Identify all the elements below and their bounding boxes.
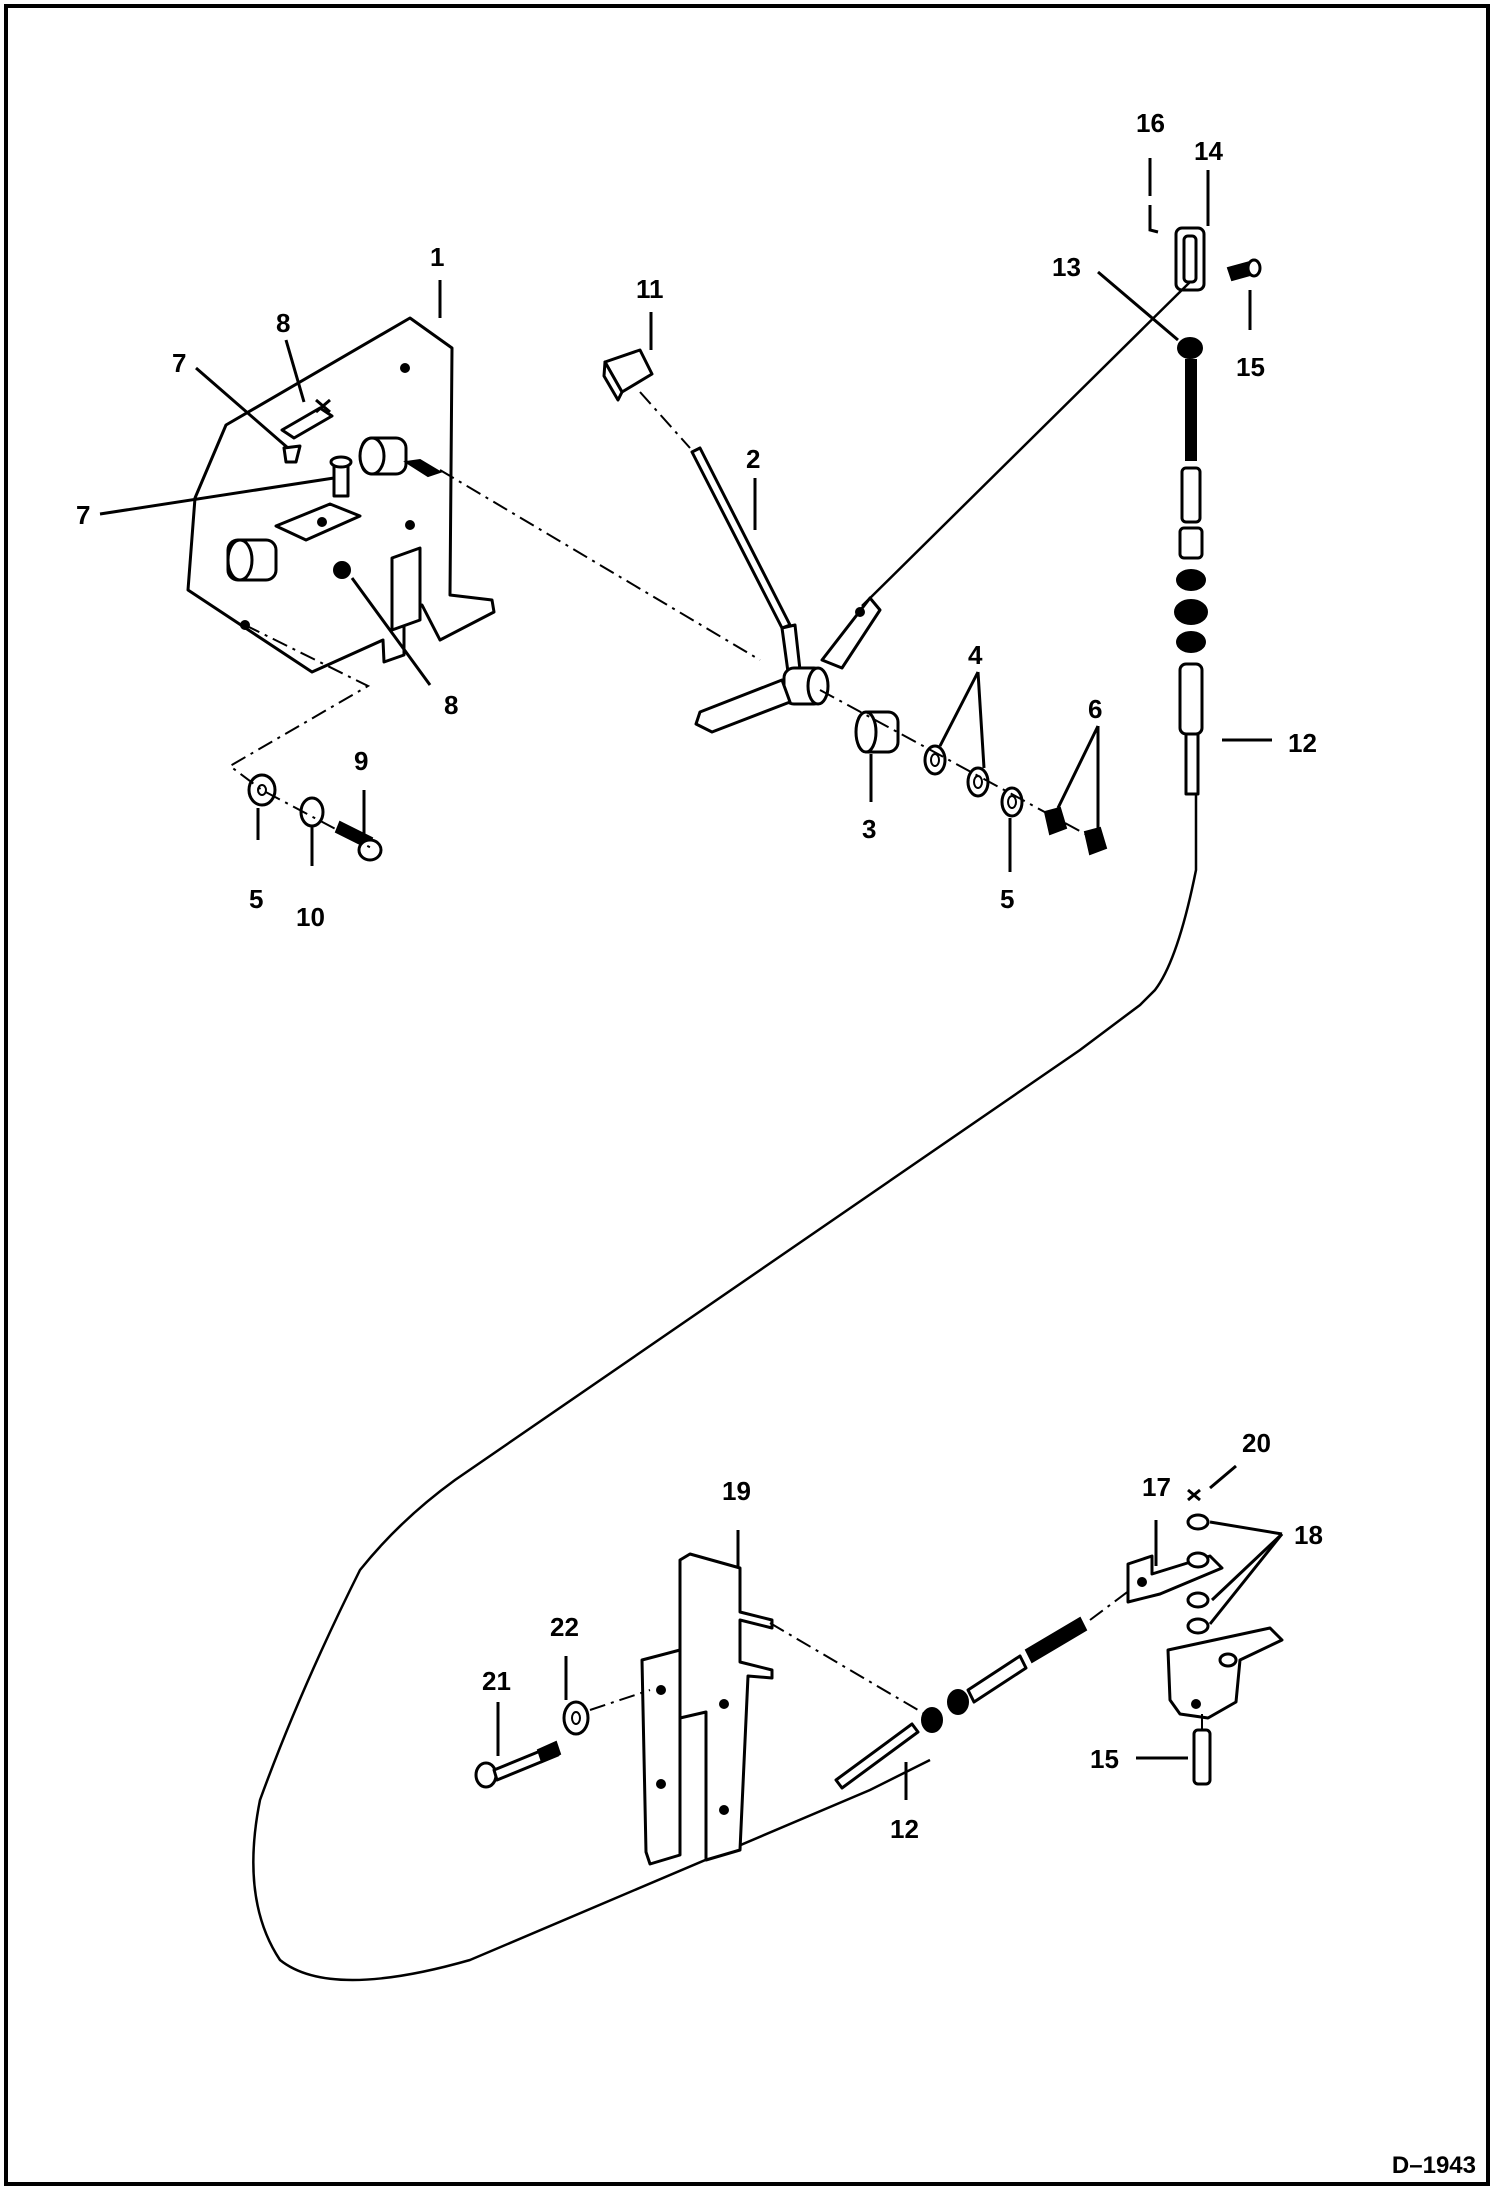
callout-15-upper: 15 bbox=[1236, 352, 1265, 382]
callout-1: 1 bbox=[430, 242, 444, 272]
callout-6: 6 bbox=[1088, 694, 1102, 724]
callout-14: 14 bbox=[1194, 136, 1223, 166]
callout-3: 3 bbox=[862, 814, 876, 844]
callout-9: 9 bbox=[354, 746, 368, 776]
hand-lever bbox=[602, 348, 882, 734]
callout-8-upper: 8 bbox=[276, 308, 290, 338]
assembly-lines bbox=[228, 391, 1203, 1730]
callout-15-lower: 15 bbox=[1090, 1744, 1119, 1774]
callout-10: 10 bbox=[296, 902, 325, 932]
callout-20: 20 bbox=[1242, 1428, 1271, 1458]
callout-12-lower: 12 bbox=[890, 1814, 919, 1844]
callout-8-lower: 8 bbox=[444, 690, 458, 720]
callout-12-upper: 12 bbox=[1288, 728, 1317, 758]
callout-labels: 1 2 3 4 5 5 6 7 7 8 8 9 10 11 12 12 13 1… bbox=[76, 108, 1323, 1844]
callout-7-upper: 7 bbox=[172, 348, 186, 378]
drawing-number: D–1943 bbox=[1391, 2152, 1476, 2179]
callout-17: 17 bbox=[1142, 1472, 1171, 1502]
callout-11: 11 bbox=[636, 274, 664, 304]
callout-5-right: 5 bbox=[1000, 884, 1014, 914]
callout-4: 4 bbox=[968, 640, 983, 670]
lower-left-hardware bbox=[247, 773, 383, 862]
control-cable bbox=[252, 205, 1262, 1982]
callout-16: 16 bbox=[1136, 108, 1165, 138]
leader-lines bbox=[99, 158, 1284, 1800]
callout-19: 19 bbox=[722, 1476, 751, 1506]
callout-13: 13 bbox=[1052, 252, 1081, 282]
diagram-frame bbox=[4, 4, 1490, 2186]
callout-7-lower: 7 bbox=[76, 500, 90, 530]
callout-22: 22 bbox=[550, 1612, 579, 1642]
bracket-bolt bbox=[474, 1700, 590, 1789]
callout-18: 18 bbox=[1294, 1520, 1323, 1550]
cable-lower-end bbox=[834, 1616, 1088, 1790]
governor-linkage bbox=[1126, 1488, 1284, 1786]
callout-21: 21 bbox=[482, 1666, 511, 1696]
callout-5-left: 5 bbox=[249, 884, 263, 914]
mounting-plate bbox=[186, 316, 496, 674]
cable-bracket bbox=[640, 1552, 774, 1866]
callout-2: 2 bbox=[746, 444, 760, 474]
